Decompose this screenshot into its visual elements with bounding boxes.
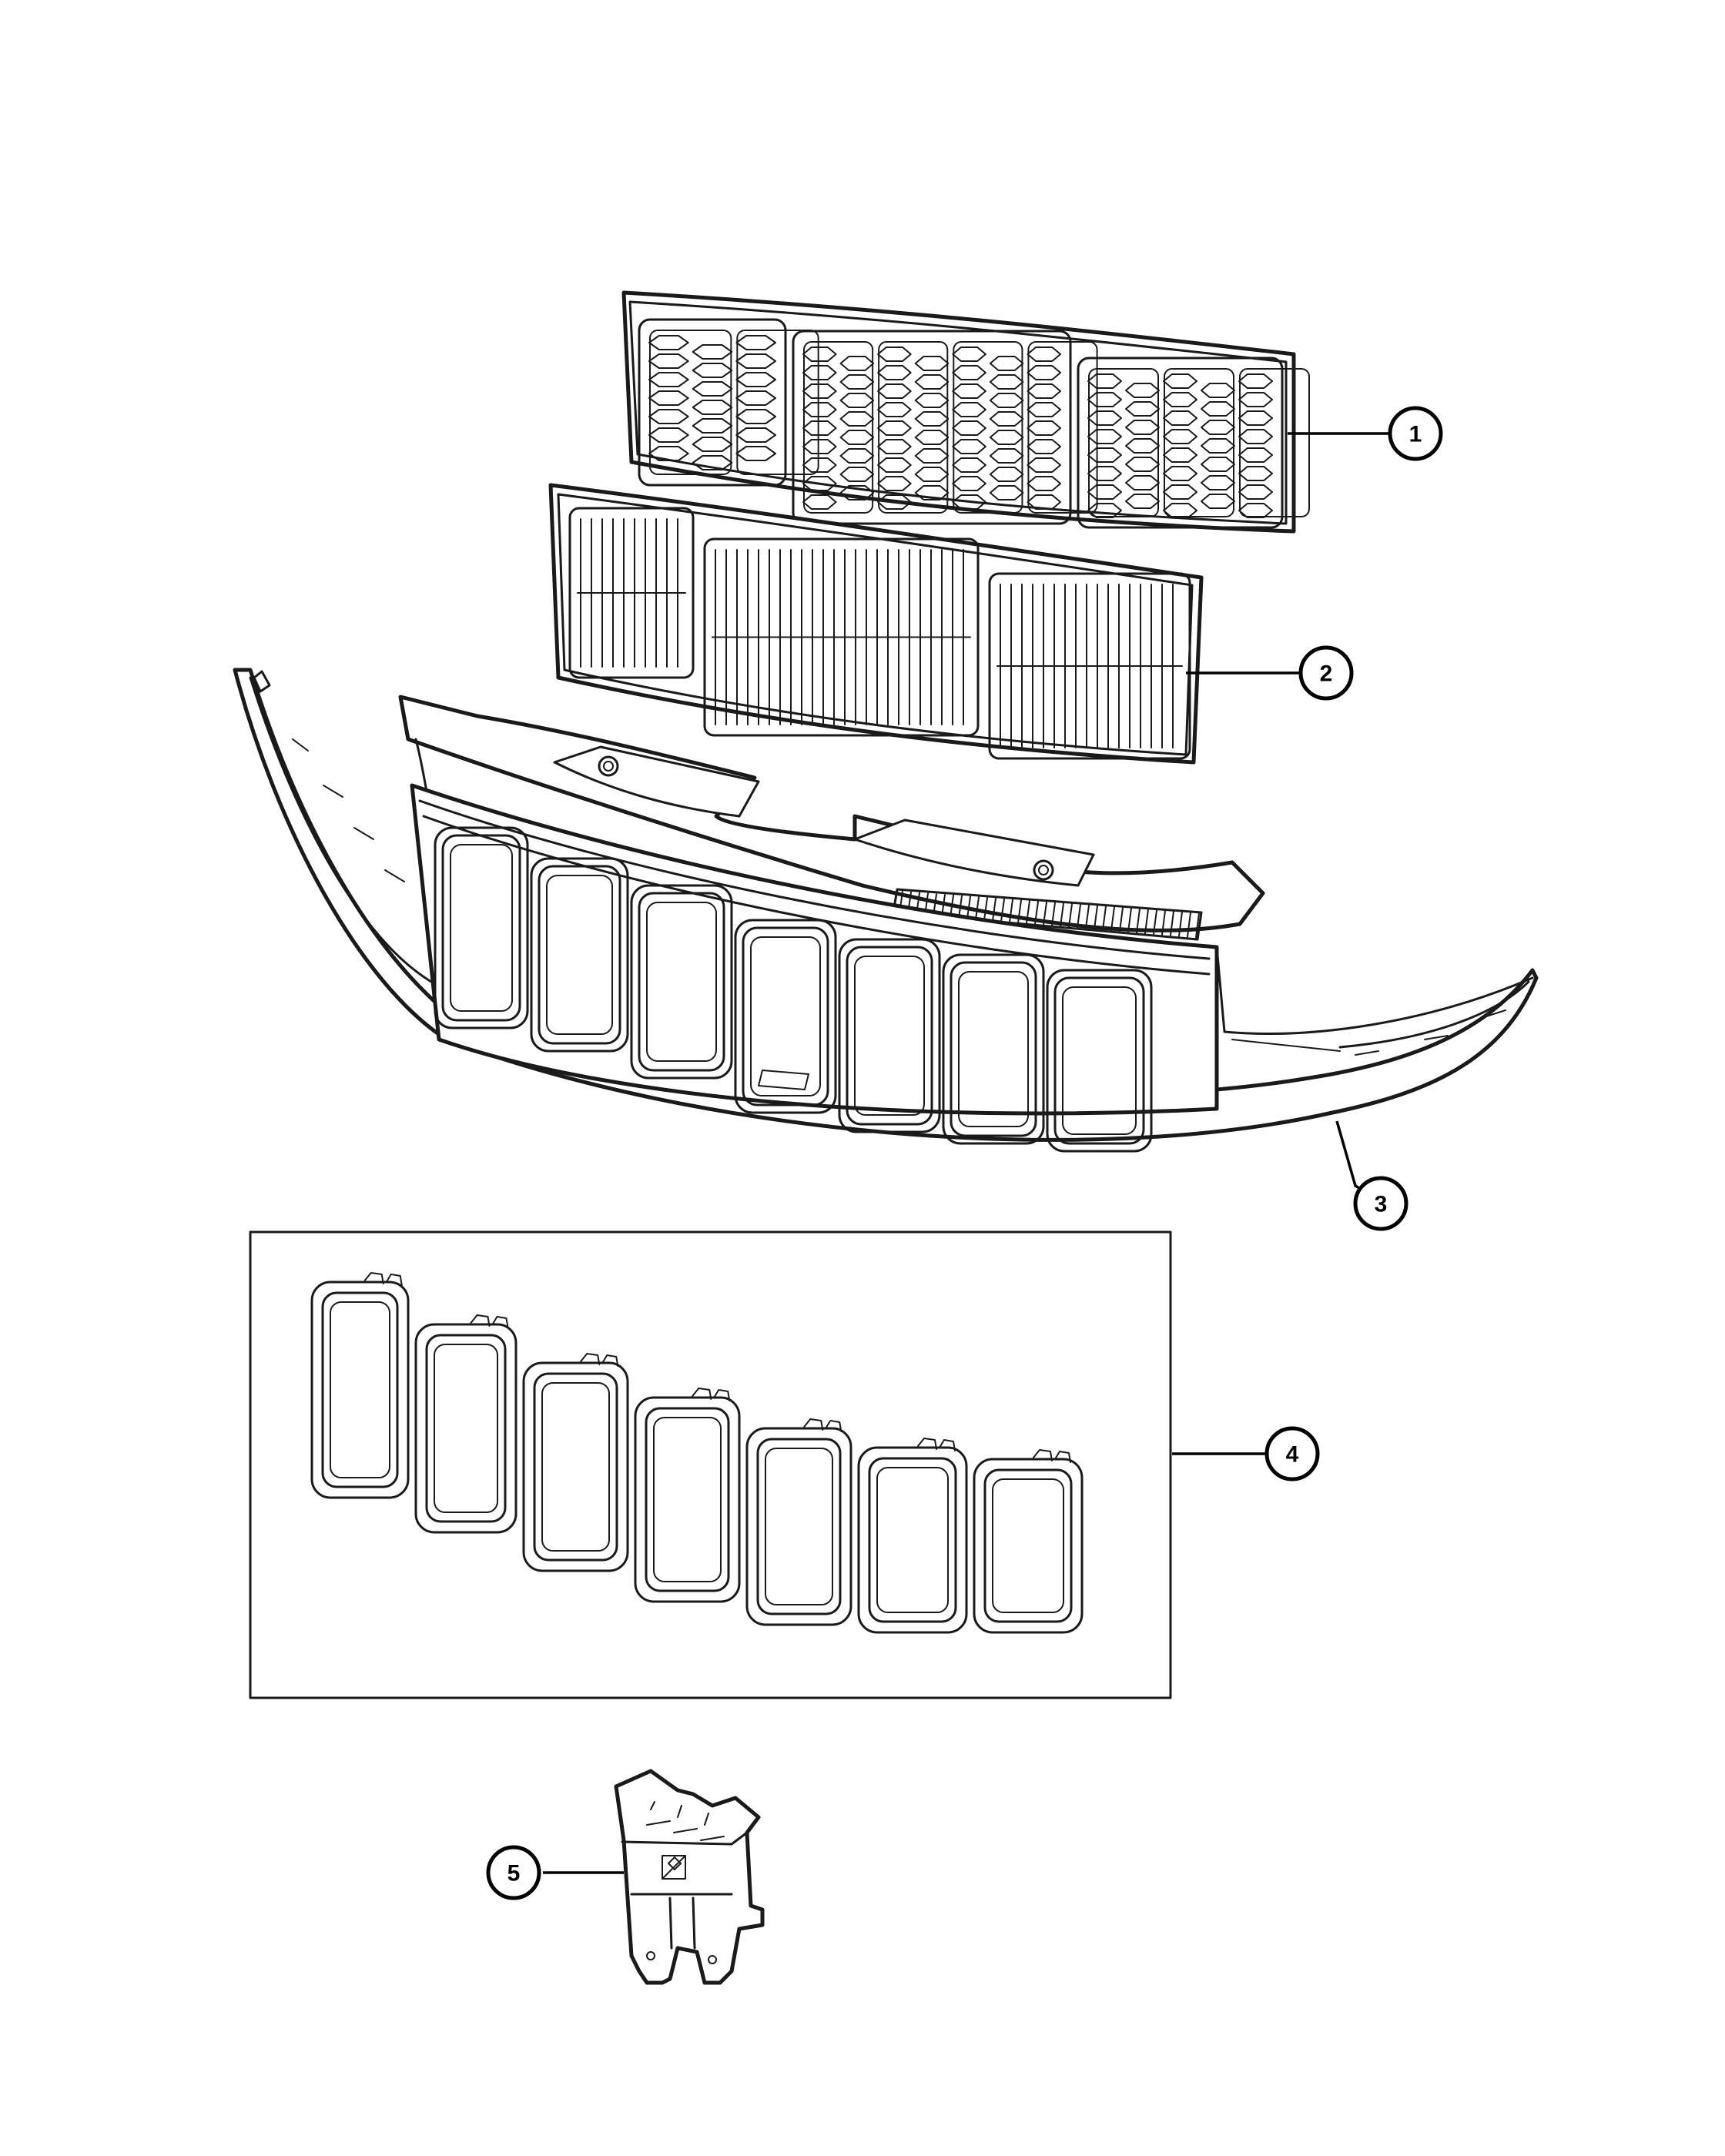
part-1-mesh-grille[interactable] <box>621 290 1310 534</box>
callout-1[interactable]: 1 <box>1388 406 1443 461</box>
callout-3-label: 3 <box>1375 1192 1388 1217</box>
callout-2-label: 2 <box>1320 661 1333 687</box>
callout-4[interactable]: 4 <box>1264 1426 1320 1481</box>
callout-5-label: 5 <box>507 1861 521 1886</box>
callout-1-label: 1 <box>1409 422 1422 447</box>
callout-2[interactable]: 2 <box>1298 645 1354 701</box>
part-5-bracket[interactable] <box>614 1769 765 1985</box>
callout-4-label: 4 <box>1286 1442 1299 1468</box>
callout-3[interactable]: 3 <box>1353 1176 1408 1231</box>
part-2-bar-grille[interactable] <box>548 483 1204 765</box>
part-3-grille-assembly[interactable] <box>233 668 1539 1153</box>
part-4-ring-set[interactable] <box>249 1230 1172 1699</box>
callout-5[interactable]: 5 <box>486 1845 541 1900</box>
